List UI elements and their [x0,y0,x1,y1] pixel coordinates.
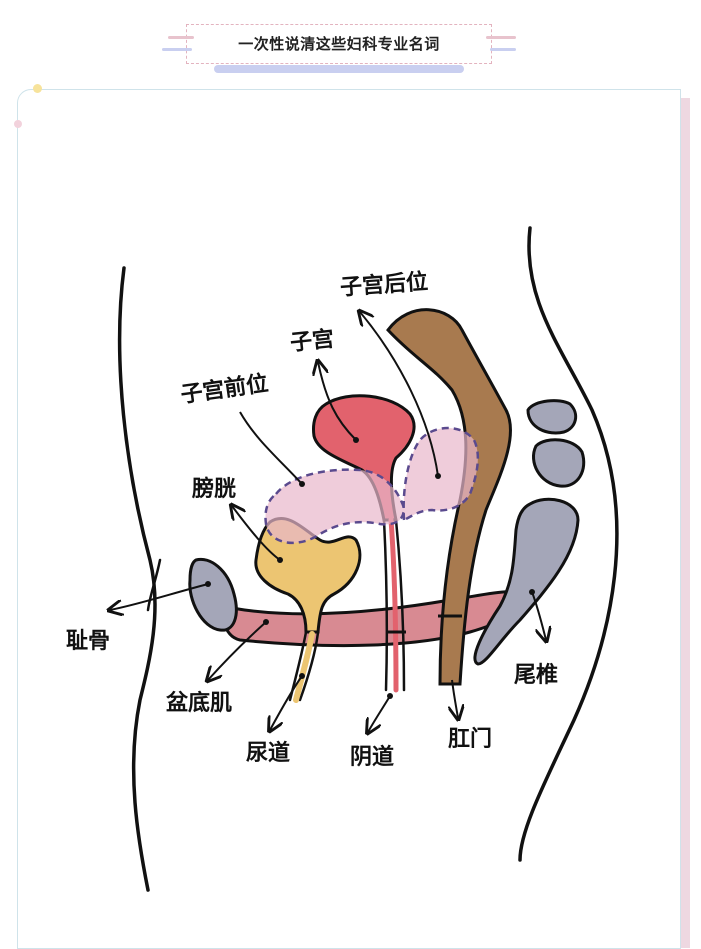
pointer-vagina [368,695,391,732]
vertebra-2 [532,438,586,488]
pointer-dot-coccyx [529,589,535,595]
back-body-outline [518,226,619,862]
label-pubic-bone: 耻骨 [66,629,110,654]
pointer-pelvic-floor [208,621,267,680]
front-body-outline [117,266,157,892]
vagina-fill [388,517,399,693]
label-pelvic-floor: 盆底肌 [166,690,232,716]
header: 一次性说清这些妇科专业名词 [186,24,496,73]
pointer-uterus-retroverted [360,312,439,477]
label-anus: 肛门 [448,726,492,752]
pointer-uterus [318,362,357,441]
coccyx-bone [473,497,580,666]
header-decoration-left-bottom [162,48,192,51]
rectum-shape [386,308,512,686]
pointer-dot-uterus [353,437,359,443]
label-uterus: 子宫 [289,326,335,356]
decor-dot-yellow [33,84,42,93]
header-underline [214,65,464,73]
bladder-shape [254,517,362,634]
pointer-uterus-anteverted [239,411,303,485]
label-uterus-retroverted: 子宫后位 [339,269,429,301]
front-body-outline-inner [146,558,162,612]
pointer-dot-pelvic-floor [263,619,269,625]
vertebra-1 [526,399,578,435]
header-decoration-right-bottom [490,48,516,51]
pointer-dot-anteverted [299,481,305,487]
header-box [186,24,492,64]
header-decoration-left-top [168,36,194,39]
label-coccyx: 尾椎 [514,662,558,688]
pointer-dot-retroverted [435,473,441,479]
pointer-dot-pubic-bone [205,581,211,587]
page-title: 一次性说清这些妇科专业名词 [238,35,440,53]
pointer-coccyx [531,591,546,640]
label-vagina: 阴道 [350,744,394,770]
label-urethra: 尿道 [246,740,290,766]
pointer-dot-urethra [299,673,305,679]
pubic-bone [188,557,238,632]
pointer-dot-bladder [277,557,283,563]
label-bladder: 膀胱 [192,476,236,502]
anteverted-uterus-ghost [264,468,406,545]
pointer-bladder [232,506,281,561]
pelvic-anatomy-diagram: 子宫后位 子宫 子宫前位 膀胱 耻骨 盆底肌 尿道 阴道 肛门 尾椎 [66,226,619,892]
retroverted-uterus-ghost [402,426,480,522]
pointer-pubic-bone [110,583,209,610]
pointer-dot-vagina [387,693,393,699]
decor-dot-pink [14,120,22,128]
pointer-urethra [270,675,303,730]
header-decoration-right-top [486,36,516,39]
vagina-tube [382,518,406,692]
pointer-anus [452,679,458,718]
label-uterus-anteverted: 子宫前位 [179,370,270,408]
pelvic-floor-shape [223,590,524,648]
urethra-fill [293,631,315,703]
